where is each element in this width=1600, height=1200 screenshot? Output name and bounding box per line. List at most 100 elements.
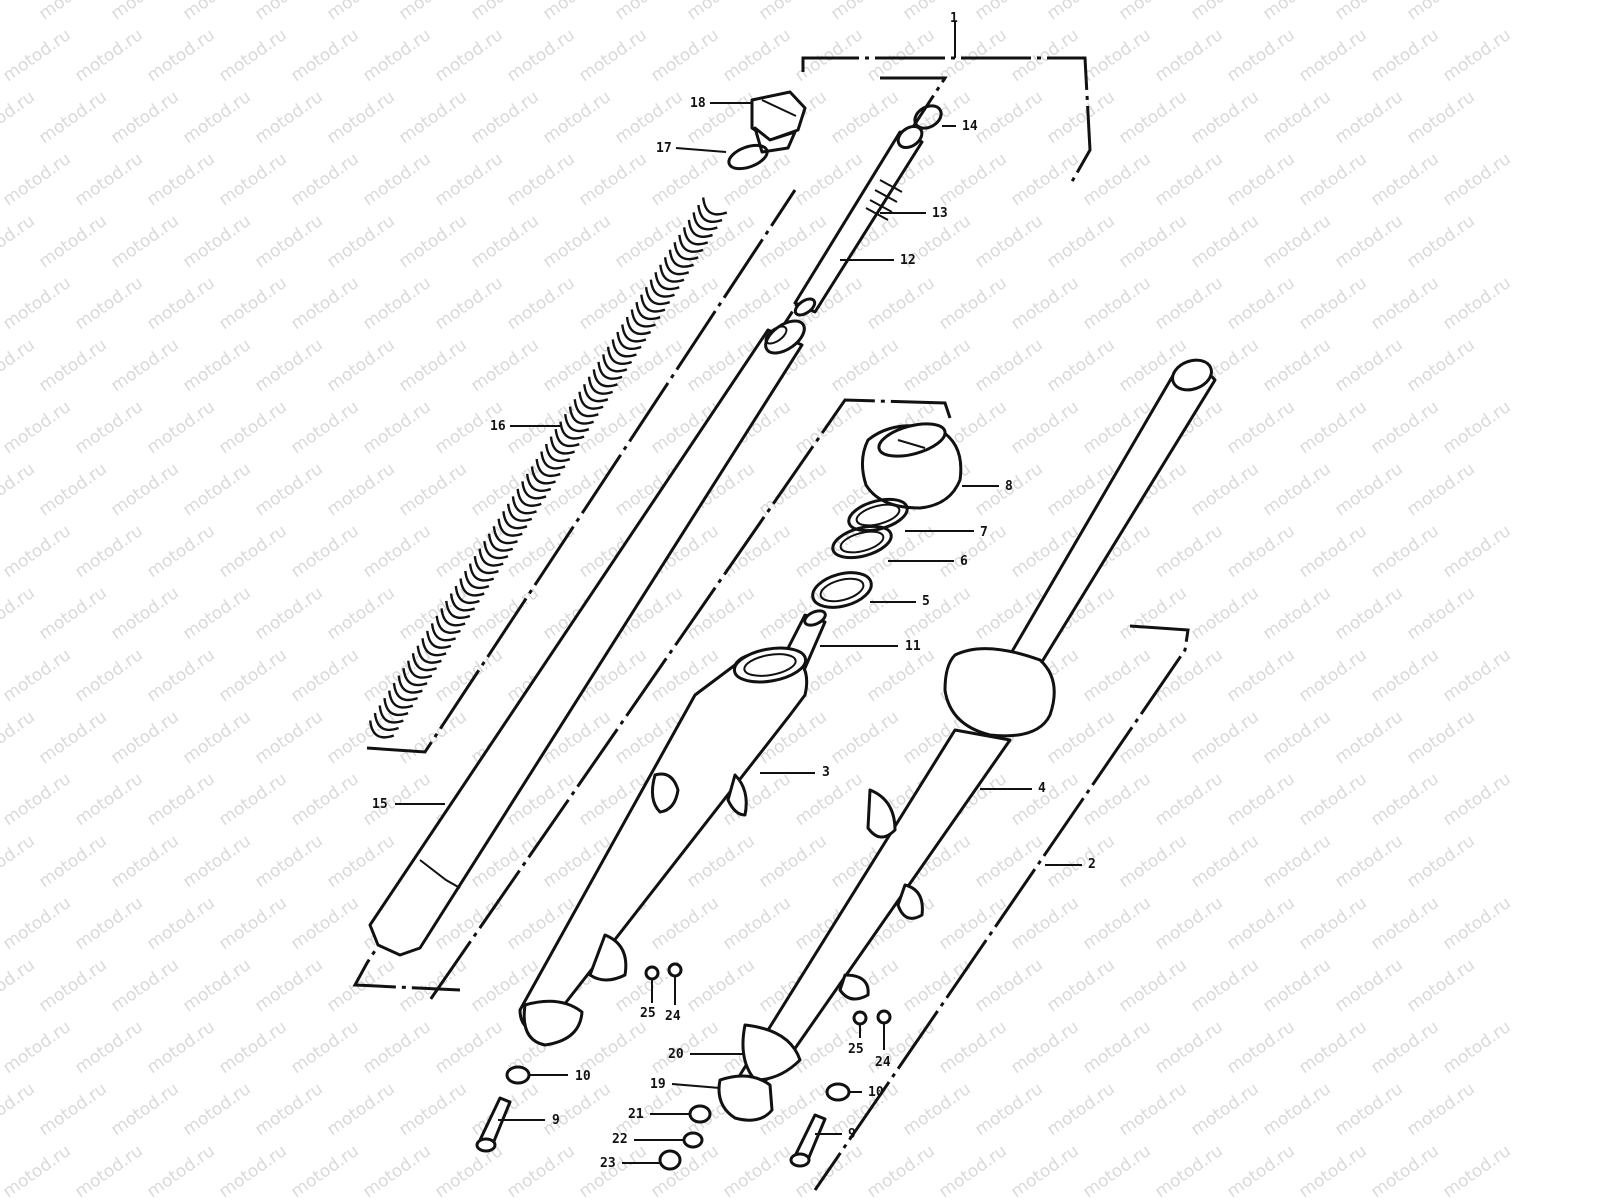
watermark-text: motod.ru [1259,707,1334,768]
watermark-text: motod.ru [251,459,326,520]
watermark-text: motod.ru [215,893,290,954]
watermark-text: motod.ru [1187,459,1262,520]
spring-coil [559,421,585,440]
callout-c21: 21 [628,1107,644,1122]
watermark-text: motod.ru [503,397,578,458]
spring-coil [673,242,699,261]
watermark-text: motod.ru [1115,211,1190,272]
watermark-text: motod.ru [323,335,398,396]
watermark-text: motod.ru [179,831,254,892]
spring-coil [654,272,680,291]
spring-coil [397,675,423,694]
watermark-text: motod.ru [539,87,614,148]
stopper-ring-inner [855,503,901,527]
watermark-text: motod.ru [0,955,39,1016]
watermark-text: motod.ru [287,273,362,334]
watermark-text: motod.ru [1331,955,1406,1016]
spring-coil [678,234,704,253]
watermark-text: motod.ru [1043,211,1118,272]
watermark-text: motod.ru [107,0,182,24]
watermark-text: motod.ru [251,955,326,1016]
watermark-text: motod.ru [71,149,146,210]
watermark-text: motod.ru [1439,149,1514,210]
watermark-text: motod.ru [1043,955,1118,1016]
watermark-text: motod.ru [1295,25,1370,86]
watermark-text: motod.ru [431,1141,506,1200]
watermark-text: motod.ru [1151,1141,1226,1200]
watermark-text: motod.ru [287,893,362,954]
watermark-text: motod.ru [143,149,218,210]
spring-coil [530,466,556,485]
watermark-text: motod.ru [1259,87,1334,148]
watermark-text: motod.ru [899,955,974,1016]
watermark-text: motod.ru [215,149,290,210]
watermark-text: motod.ru [143,1141,218,1200]
watermark-text: motod.ru [467,87,542,148]
watermark-text: motod.ru [0,87,39,148]
watermark-text: motod.ru [935,149,1010,210]
watermark-text: motod.ru [71,769,146,830]
watermark-text: motod.ru [143,893,218,954]
watermark-text: motod.ru [179,211,254,272]
spring-coil [701,197,728,216]
spring-coil [640,294,666,313]
callout-c1: 1 [950,11,958,26]
bracket-inner-tube [352,76,948,992]
watermark-text: motod.ru [1043,1079,1118,1140]
watermark-text: motod.ru [1043,335,1118,396]
spring-coil [606,346,633,365]
watermark-text: motod.ru [0,25,75,86]
watermark-text: motod.ru [71,521,146,582]
watermark-text: motod.ru [899,335,974,396]
watermark-text: motod.ru [1259,211,1334,272]
watermark-text: motod.ru [1403,955,1478,1016]
watermark-text: motod.ru [1331,87,1406,148]
spring-coil [473,555,499,575]
watermark-text: motod.ru [467,335,542,396]
spring-coil [440,608,466,627]
watermark-text: motod.ru [1079,893,1154,954]
watermark-text: motod.ru [0,273,75,334]
watermark-text: motod.ru [35,0,110,24]
watermark-text: motod.ru [1115,87,1190,148]
spring-coil [497,518,523,537]
watermark-text: motod.ru [647,893,722,954]
watermark-text: motod.ru [179,335,254,396]
oil-seal [831,524,893,560]
watermark-text: motod.ru [1079,1017,1154,1078]
ring-5 [811,571,873,609]
spring-coil [506,503,533,522]
watermark-text: motod.ru [1403,707,1478,768]
watermark-text: motod.ru [251,707,326,768]
spring-coil [597,361,623,380]
watermark-text: motod.ru [1187,831,1262,892]
watermark-text: motod.ru [107,583,182,644]
watermark-text: motod.ru [1403,459,1478,520]
watermark-text: motod.ru [1151,273,1226,334]
watermark-text: motod.ru [35,211,110,272]
watermark-text: motod.ru [971,87,1046,148]
watermark-text: motod.ru [1367,1141,1442,1200]
watermark-text: motod.ru [863,645,938,706]
watermark-text: motod.ru [1259,459,1334,520]
watermark-text: motod.ru [1079,273,1154,334]
watermark-text: motod.ru [683,583,758,644]
watermark-text: motod.ru [323,459,398,520]
spring-coil [573,399,599,418]
watermark-text: motod.ru [0,335,39,396]
callout-c10a: 10 [575,1069,591,1084]
watermark-text: motod.ru [1439,1141,1514,1200]
watermark-text: motod.ru [0,459,39,520]
watermark-text: motod.ru [179,583,254,644]
spring-coil [697,204,723,224]
watermark-text: motod.ru [179,1079,254,1140]
watermark-text: motod.ru [287,769,362,830]
watermark-text: motod.ru [1223,1141,1298,1200]
watermark-text: motod.ru [35,335,110,396]
watermark-text: motod.ru [0,769,75,830]
watermark-text: motod.ru [1007,769,1082,830]
watermark-text: motod.ru [863,1141,938,1200]
spring-coil [464,570,490,590]
oil-seal-inner [839,530,885,554]
watermark-text: motod.ru [935,893,1010,954]
